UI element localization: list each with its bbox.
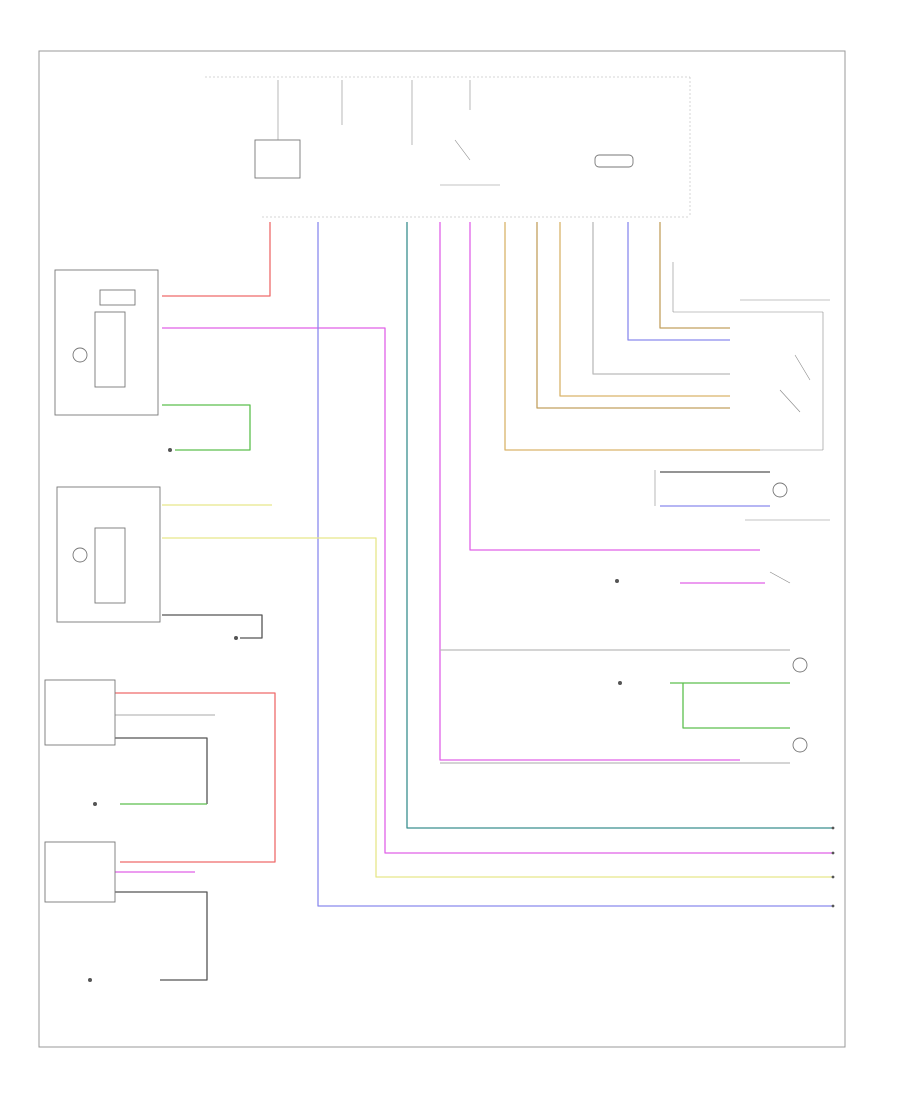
wire-pink-mid [439, 222, 740, 761]
wire-red-feed [162, 222, 271, 297]
wire-gray-a [592, 222, 730, 375]
wire-blue-short [627, 222, 730, 341]
wire-pink-brake [469, 222, 760, 551]
wire-black-rh-gnd [162, 614, 263, 639]
ground-g6 [618, 681, 622, 685]
right-headlamp-module [94, 527, 126, 604]
wire-layer [115, 222, 833, 981]
ground-points [88, 448, 622, 982]
trailer-lamp-icon [792, 737, 808, 753]
wire-green-trailer [670, 682, 790, 729]
wire-blue-long [317, 222, 833, 907]
ground-g2 [234, 636, 238, 640]
wire-tan-b [659, 222, 730, 329]
wire-red-turn [115, 692, 276, 863]
diagram-frame [38, 50, 846, 1048]
switch-contact-1 [794, 354, 811, 381]
ground-g4 [88, 978, 92, 982]
ground-g3 [93, 802, 97, 806]
left-turn-lamp [44, 679, 116, 746]
wire-orange-a [559, 222, 730, 397]
ground-g1 [168, 448, 172, 452]
wire-yellow-right [162, 537, 833, 878]
wire-orange-switch [504, 222, 760, 451]
wire-green-headlamp [162, 404, 251, 451]
wire-teal-long [406, 222, 833, 829]
brake-switch-contact [769, 571, 791, 584]
wire-tan-a [536, 222, 730, 409]
right-headlamp-assembly [56, 486, 161, 623]
horn-lamp-icon [772, 482, 788, 498]
right-lamp-icon [72, 547, 88, 563]
wire-black-turn-r [115, 891, 208, 981]
left-headlamp-bulb [99, 289, 136, 306]
module-connector [594, 154, 634, 168]
switch-contact-2 [779, 389, 801, 413]
switch-contact [454, 139, 471, 161]
exit-dot-2 [831, 851, 835, 855]
wire-black-turn [115, 737, 208, 804]
right-turn-lamp [44, 841, 116, 903]
exit-dot-4 [831, 904, 835, 908]
exit-dot-1 [831, 826, 835, 830]
backup-lamp-icon [792, 657, 808, 673]
headlamp-relay [254, 139, 301, 179]
exit-dot-3 [831, 875, 835, 879]
left-lamp-icon [72, 347, 88, 363]
ground-g5 [615, 579, 619, 583]
left-headlamp-module [94, 311, 126, 388]
wire-pink-left [162, 327, 833, 854]
left-headlamp-assembly [54, 269, 159, 416]
wire-exit-dots [831, 826, 835, 908]
fuse-box-area [205, 76, 691, 218]
right-switch-block [672, 262, 830, 521]
